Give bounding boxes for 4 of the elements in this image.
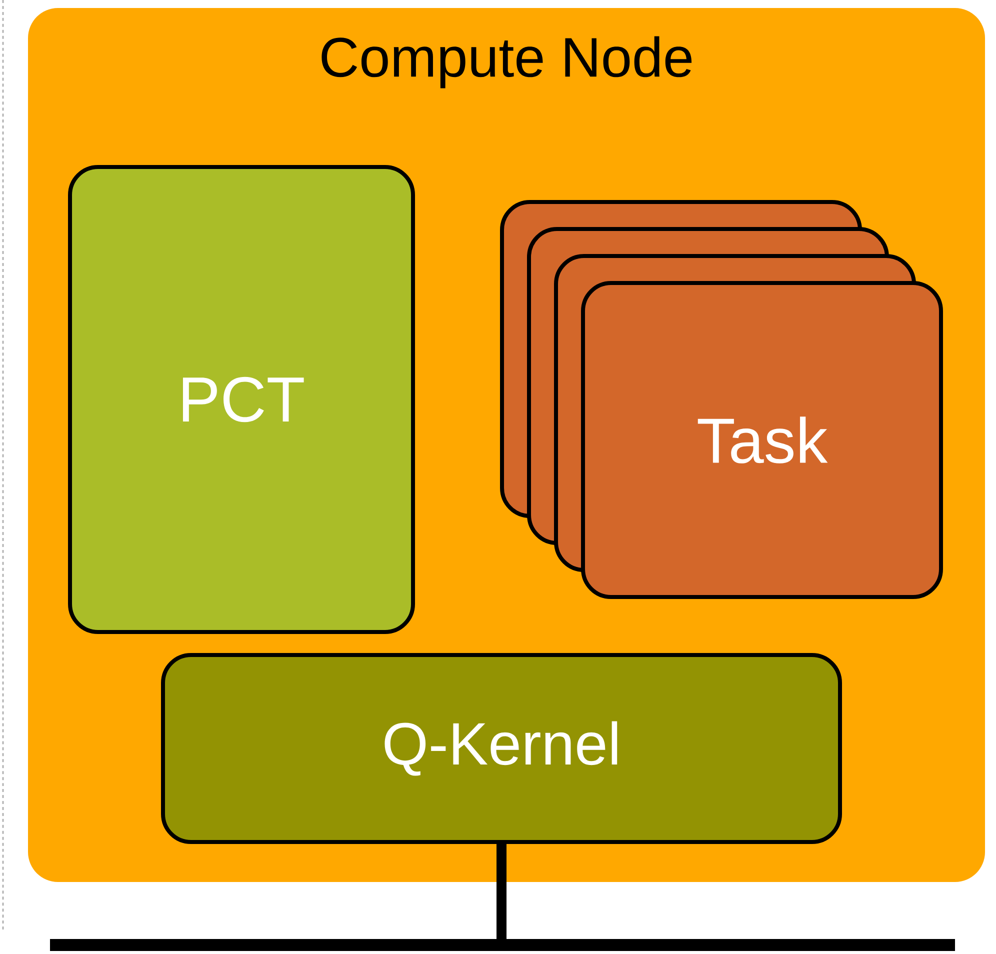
task-card-stack: Task <box>500 200 943 599</box>
kernel-box: Q-Kernel <box>161 653 842 844</box>
process-box: PCT <box>68 165 415 634</box>
connector-line <box>496 842 506 939</box>
